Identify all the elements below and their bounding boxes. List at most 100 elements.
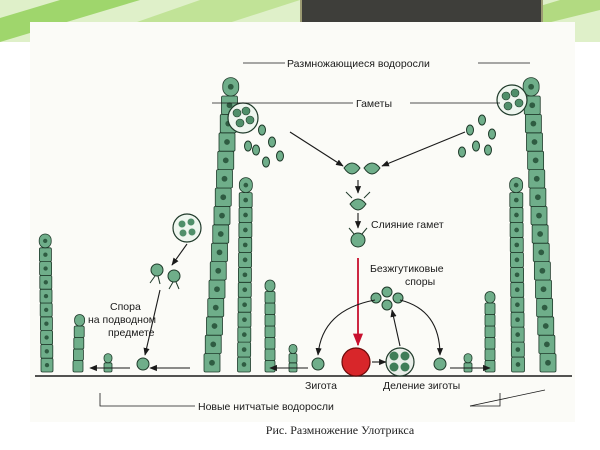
label-gametes: Гаметы <box>356 98 392 110</box>
cell-nucleus <box>241 347 247 352</box>
cell-nucleus <box>242 257 248 263</box>
figure-area <box>30 22 575 422</box>
filament-cell <box>73 348 84 361</box>
cell-nucleus <box>514 242 520 248</box>
cell-nucleus <box>513 182 519 188</box>
cell-nucleus <box>216 249 223 256</box>
cell-nucleus <box>540 286 547 293</box>
cell-nucleus <box>43 238 48 244</box>
filament-cell <box>264 360 276 373</box>
filament-cell <box>463 362 473 373</box>
leader-lines <box>99 62 546 407</box>
cell-nucleus <box>43 252 48 257</box>
cell-nucleus <box>242 272 248 278</box>
cell-nucleus <box>210 341 217 348</box>
cell-nucleus <box>538 249 545 256</box>
arrows <box>89 131 491 372</box>
filament-cell <box>264 279 276 292</box>
gamete <box>252 144 260 156</box>
gamete <box>488 128 496 140</box>
cell-nucleus <box>224 139 230 145</box>
cell-nucleus <box>515 332 521 337</box>
filament-cell <box>74 314 85 327</box>
filament-cell <box>484 348 496 361</box>
cell-nucleus <box>44 307 49 313</box>
gamete <box>484 144 492 156</box>
cell-nucleus <box>44 321 49 326</box>
cell-nucleus <box>217 231 224 237</box>
cell-nucleus <box>222 157 229 164</box>
cell-nucleus <box>514 272 520 278</box>
cell-nucleus <box>243 227 248 233</box>
cell-nucleus <box>528 83 535 90</box>
filament-cell <box>73 325 85 338</box>
cell-nucleus <box>542 323 549 329</box>
cell-nucleus <box>241 332 247 337</box>
gamete-fusion-stage <box>343 162 381 248</box>
cell-nucleus <box>219 212 225 219</box>
cell-nucleus <box>543 341 550 348</box>
cell-nucleus <box>241 362 247 367</box>
zoospores-left <box>149 263 181 290</box>
filament <box>237 177 253 373</box>
filament-cell <box>264 314 276 327</box>
cell-nucleus <box>227 83 234 90</box>
cell-nucleus <box>513 197 519 203</box>
cell-nucleus <box>514 212 519 218</box>
cell-nucleus <box>541 304 548 311</box>
cell-nucleus <box>515 302 520 308</box>
filament <box>522 77 557 373</box>
filament-cell <box>484 314 496 327</box>
filament-cell <box>463 353 473 364</box>
filament-cell <box>264 325 276 338</box>
cell-nucleus <box>529 102 536 109</box>
cell-nucleus <box>534 194 541 201</box>
filament-cell <box>288 362 298 373</box>
cell-nucleus <box>209 359 215 366</box>
label-gamete-fusion: Слияние гамет <box>371 219 444 231</box>
cell-nucleus <box>221 175 228 182</box>
cell-nucleus <box>514 287 520 293</box>
cell-nucleus <box>220 194 227 201</box>
gamete <box>276 150 284 162</box>
filament <box>288 343 298 373</box>
cell-nucleus <box>545 359 551 366</box>
cell-nucleus <box>242 242 248 248</box>
gamete <box>262 156 270 168</box>
gamete <box>458 146 466 158</box>
cell-nucleus <box>242 317 247 323</box>
cell-nucleus <box>242 287 248 293</box>
cell-nucleus <box>43 280 48 285</box>
gamete <box>478 114 486 126</box>
label-reproducing-algae: Размножающиеся водоросли <box>287 58 430 70</box>
germinating-spore-left <box>136 357 150 371</box>
cell-nucleus <box>536 212 542 219</box>
filament <box>484 291 496 373</box>
cell-nucleus <box>243 212 248 218</box>
cell-nucleus <box>43 266 48 271</box>
filament-cell <box>264 337 276 350</box>
label-spore-3: предмете <box>108 327 155 339</box>
gamete <box>268 136 276 148</box>
cell-nucleus <box>212 304 219 311</box>
cell-nucleus <box>211 323 218 329</box>
gametes-group <box>244 114 496 168</box>
figure-caption: Рис. Размножение Улотрикса <box>265 423 415 437</box>
cell-nucleus <box>514 257 520 263</box>
label-zygote: Зигота <box>305 380 337 392</box>
filament-cell <box>103 362 113 373</box>
filament-cell <box>288 343 298 354</box>
label-zygote-division: Деление зиготы <box>383 380 460 392</box>
filament-cell <box>484 325 496 338</box>
gamete <box>466 124 474 136</box>
filament <box>264 279 276 373</box>
cell-nucleus <box>44 349 49 354</box>
filament <box>72 314 85 373</box>
cell-nucleus <box>44 362 50 368</box>
cell-nucleus <box>214 286 220 293</box>
algae-filaments <box>38 77 557 373</box>
cell-nucleus <box>215 267 222 274</box>
label-aflagellate-spores-1: Безжгутиковые <box>370 263 444 275</box>
filament-cell <box>484 302 496 315</box>
